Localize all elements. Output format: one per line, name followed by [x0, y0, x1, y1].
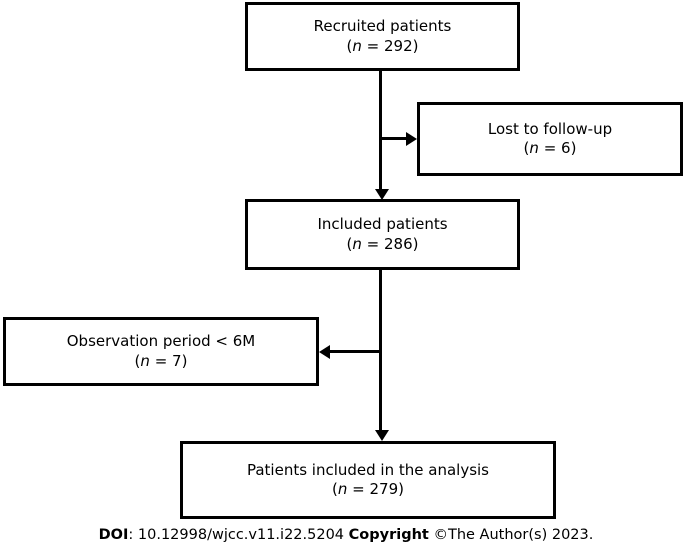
flow-node-observation-period: Observation period < 6M (n = 7)	[3, 317, 319, 386]
paren-open: (	[346, 234, 353, 253]
flow-node-observation-period-label: Observation period < 6M	[66, 332, 256, 351]
flow-node-included-patients-count: (n = 286)	[347, 235, 419, 254]
equals-symbol: =	[538, 139, 562, 157]
paren-close: )	[570, 139, 577, 157]
flow-node-patients-included-analysis: Patients included in the analysis (n = 2…	[180, 441, 556, 519]
paren-close: )	[412, 36, 419, 55]
equals-symbol: =	[361, 234, 384, 253]
flow-node-recruited-patients-count: (n = 292)	[347, 37, 419, 56]
arrowhead-down-included	[375, 189, 389, 200]
n-symbol: n	[352, 36, 362, 55]
count-value: 6	[561, 139, 571, 157]
flow-node-lost-to-follow-up-label: Lost to follow-up	[487, 119, 613, 138]
n-symbol: n	[140, 351, 150, 370]
n-symbol: n	[352, 234, 362, 253]
paren-open: (	[346, 36, 353, 55]
connector-recruited-to-included	[379, 71, 382, 192]
flow-node-included-patients: Included patients (n = 286)	[245, 199, 520, 270]
connector-recruited-to-lost	[379, 137, 409, 140]
copyright-label: Copyright	[348, 527, 429, 543]
count-value: 292	[383, 36, 413, 55]
copyright-value: ©The Author(s) 2023.	[428, 527, 594, 543]
n-symbol: n	[337, 480, 348, 498]
flow-node-observation-period-count: (n = 7)	[135, 352, 188, 371]
doi-separator: :	[128, 527, 138, 543]
flow-node-lost-to-follow-up-count: (n = 6)	[524, 139, 577, 158]
paren-open: (	[134, 351, 141, 370]
arrowhead-down-analysis	[375, 430, 389, 441]
count-value: 286	[383, 234, 413, 253]
count-value: 279	[369, 480, 399, 498]
arrowhead-left-observation	[319, 345, 330, 359]
connector-included-to-observation	[330, 350, 382, 353]
figure-footer: DOI: 10.12998/wjcc.v11.i22.5204 Copyrigh…	[0, 527, 692, 543]
flow-node-recruited-patients: Recruited patients (n = 292)	[245, 2, 520, 71]
count-value: 7	[172, 351, 182, 370]
n-symbol: n	[529, 139, 539, 157]
paren-close: )	[181, 351, 188, 370]
paren-close: )	[412, 234, 419, 253]
flow-node-included-patients-label: Included patients	[317, 215, 448, 234]
equals-symbol: =	[347, 480, 370, 498]
flow-node-patients-included-analysis-label: Patients included in the analysis	[246, 460, 489, 479]
equals-symbol: =	[361, 36, 384, 55]
arrowhead-right-lost	[406, 132, 417, 146]
paren-open: (	[523, 139, 530, 157]
paren-open: (	[332, 480, 338, 498]
flow-node-patients-included-analysis-count: (n = 279)	[332, 480, 404, 499]
flow-node-recruited-patients-label: Recruited patients	[313, 17, 452, 36]
flow-node-lost-to-follow-up: Lost to follow-up (n = 6)	[417, 102, 683, 176]
doi-value: 10.12998/wjcc.v11.i22.5204	[137, 527, 345, 543]
paren-close: )	[398, 480, 404, 498]
doi-label: DOI	[98, 527, 129, 543]
equals-symbol: =	[149, 351, 173, 370]
